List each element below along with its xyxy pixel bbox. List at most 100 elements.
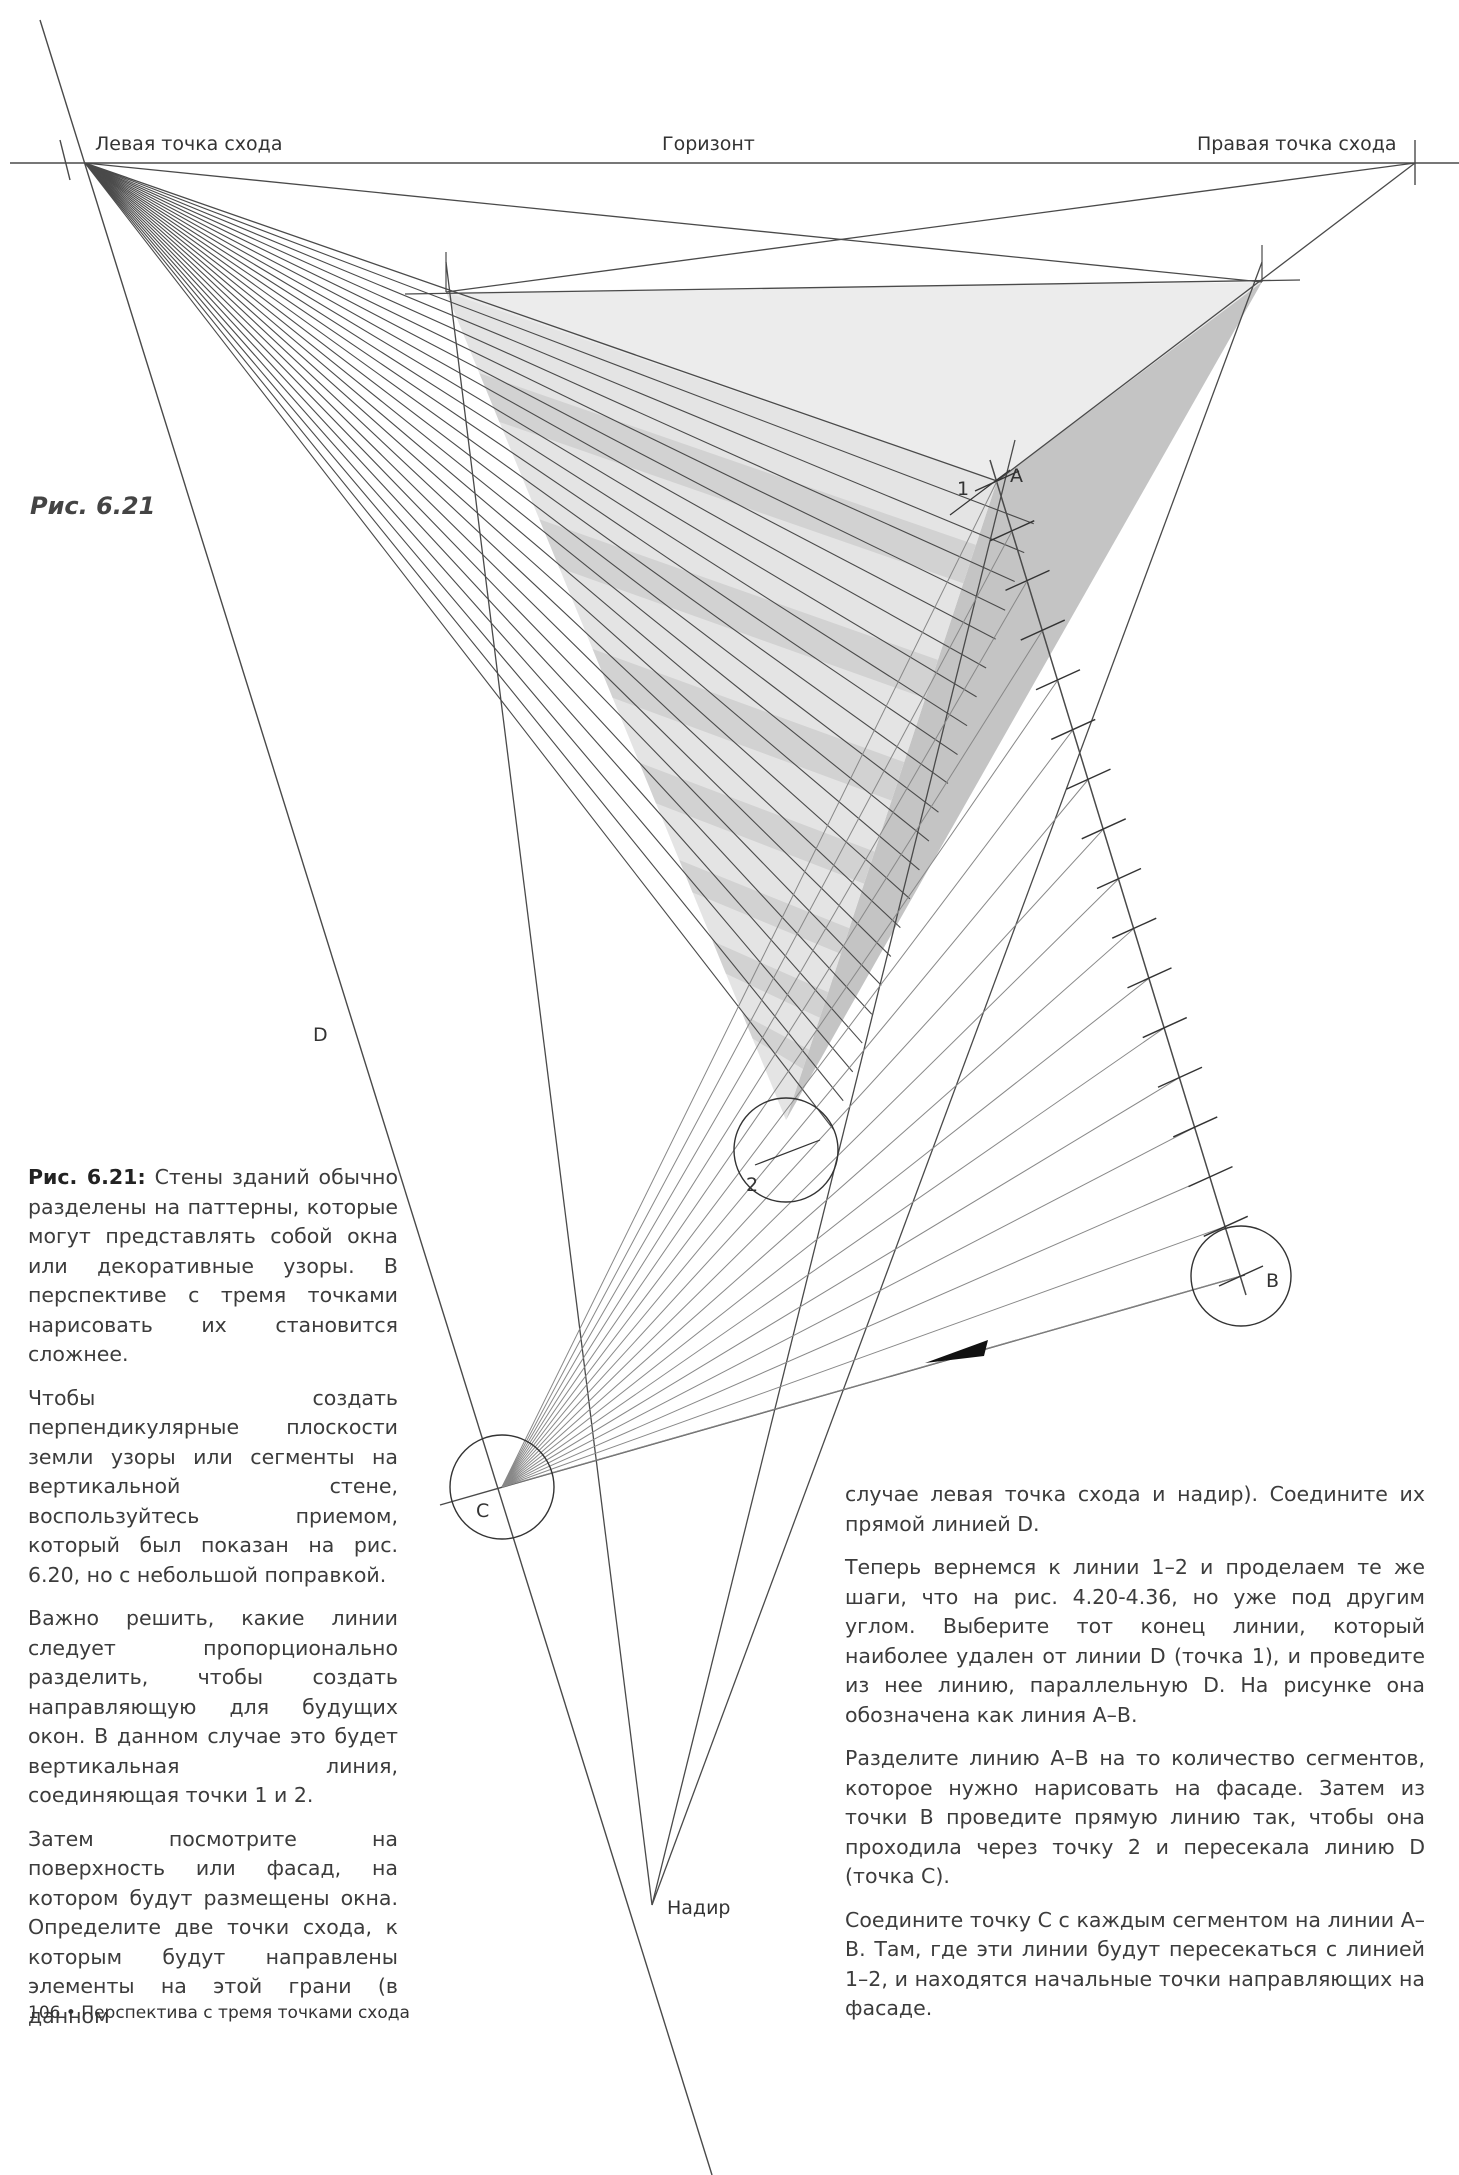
label-point-2: 2	[746, 1174, 759, 1196]
caption-column: Рис. 6.21: Стены зданий обычно разделены…	[28, 1163, 398, 2045]
label-point-b: B	[1266, 1270, 1280, 1292]
right-vp-to-a	[996, 162, 1416, 482]
right-face	[786, 282, 1262, 1120]
fan-line	[501, 679, 1059, 1488]
segment-tick	[1111, 917, 1157, 939]
radial-line	[84, 162, 987, 669]
left-edge-line	[445, 261, 653, 1906]
body-paragraph-1: случае левая точка схода и надир). Соеди…	[845, 1482, 1425, 1536]
segment-tick	[974, 470, 1020, 492]
body-paragraph-3: Разделите линию A–B на то количество сег…	[845, 1746, 1425, 1888]
segment-tick	[1050, 718, 1096, 741]
radial-line	[84, 162, 1015, 582]
segment-tick	[1157, 1066, 1203, 1088]
fan-line	[501, 1275, 1242, 1488]
top-face	[446, 282, 1262, 481]
radial-line	[84, 162, 977, 698]
body-column: случае левая точка схода и надир). Соеди…	[845, 1480, 1425, 2038]
label-horizon: Горизонт	[662, 133, 755, 155]
radial-line	[84, 162, 968, 727]
segment-tick	[1096, 867, 1142, 890]
point-1-mark	[949, 469, 1011, 516]
radial-line	[84, 162, 920, 871]
label-point-c: C	[476, 1500, 490, 1522]
radial-line	[84, 162, 892, 957]
fan-line	[501, 580, 1028, 1488]
left-vp-tick	[59, 139, 71, 181]
label-point-a: A	[1010, 465, 1023, 487]
radial-line	[84, 162, 882, 986]
fan-line	[501, 977, 1150, 1488]
vp-to-a	[84, 162, 998, 482]
top-left-edge	[445, 162, 1416, 293]
radial-line	[84, 162, 930, 842]
label-left-vanishing-point: Левая точка схода	[95, 133, 283, 155]
point-2-mark	[754, 1139, 821, 1166]
page-footer: 106 • Перспектива с тремя точками схода	[28, 2003, 410, 2023]
fan-line	[501, 1225, 1226, 1488]
facade-band	[742, 1014, 810, 1069]
caption-paragraph-2: Чтобы создать перпендикулярные плоскости…	[28, 1385, 398, 1587]
caption-paragraph-4: Затем посмотрите на поверхность или фаса…	[28, 1826, 398, 2028]
top-front-edge	[404, 279, 1301, 295]
body-paragraph-4: Соедините точку C с каждым сегментом на …	[845, 1907, 1425, 2021]
radial-line	[84, 162, 844, 1102]
facade-band	[639, 762, 875, 884]
segment-tick	[1005, 569, 1050, 592]
segment-tick	[1142, 1016, 1188, 1039]
radial-line	[84, 162, 1006, 611]
segment-tick	[1035, 669, 1081, 691]
fan-line	[501, 1076, 1181, 1488]
caption-label: Рис. 6.21:	[28, 1165, 146, 1189]
radial-line	[84, 162, 996, 640]
radial-line	[84, 162, 939, 813]
line-d	[39, 19, 713, 2175]
label-right-vanishing-point: Правая точка схода	[1197, 133, 1397, 155]
fan-line	[501, 1126, 1196, 1488]
radial-line	[84, 162, 949, 784]
circle-2	[733, 1097, 839, 1203]
radial-line	[84, 162, 835, 1130]
radial-line	[84, 162, 854, 1073]
fan-line	[501, 480, 998, 1488]
radial-line	[84, 162, 901, 929]
caption-text-1: Стены зданий обычно разделены на паттерн…	[28, 1165, 398, 1366]
body-paragraph-2: Теперь вернемся к линии 1–2 и проделаем …	[845, 1555, 1425, 1727]
facade-band	[539, 519, 938, 699]
radial-line	[84, 162, 1025, 554]
line-a-b	[989, 459, 1247, 1296]
segment-ticks	[754, 469, 1264, 1287]
right-edge-line	[651, 261, 1263, 1906]
segment-tick	[1081, 818, 1127, 840]
fan-line	[501, 878, 1120, 1488]
segment-tick	[989, 520, 1035, 542]
figure-number: Рис. 6.21	[30, 492, 156, 520]
fan-line	[501, 1176, 1211, 1488]
segment-tick	[1203, 1215, 1249, 1237]
fan-line	[501, 828, 1105, 1488]
label-line-d: D	[313, 1024, 328, 1046]
radial-line	[84, 162, 873, 1015]
facade-band	[712, 941, 829, 1018]
fan-line	[501, 1027, 1166, 1488]
segment-tick	[1127, 967, 1172, 989]
circle-b	[1190, 1225, 1292, 1327]
segment-tick	[1066, 768, 1111, 790]
top-right-edge	[84, 162, 1263, 283]
direction-arrow	[925, 1340, 988, 1363]
facade-band	[479, 373, 976, 584]
label-nadir: Надир	[667, 1897, 731, 1919]
fan-line	[501, 729, 1074, 1488]
fan-line	[501, 530, 1013, 1488]
circle-c	[449, 1434, 555, 1540]
radial-line	[84, 162, 911, 900]
segment-tick	[1188, 1165, 1233, 1188]
caption-paragraph-3: Важно решить, какие линии следует пропор…	[28, 1606, 398, 1807]
segment-tick	[1218, 1265, 1264, 1287]
radial-line	[84, 162, 1034, 525]
fan-line	[501, 629, 1044, 1488]
fan-line	[501, 778, 1089, 1488]
radial-line	[84, 162, 958, 756]
fan-line	[501, 927, 1135, 1488]
